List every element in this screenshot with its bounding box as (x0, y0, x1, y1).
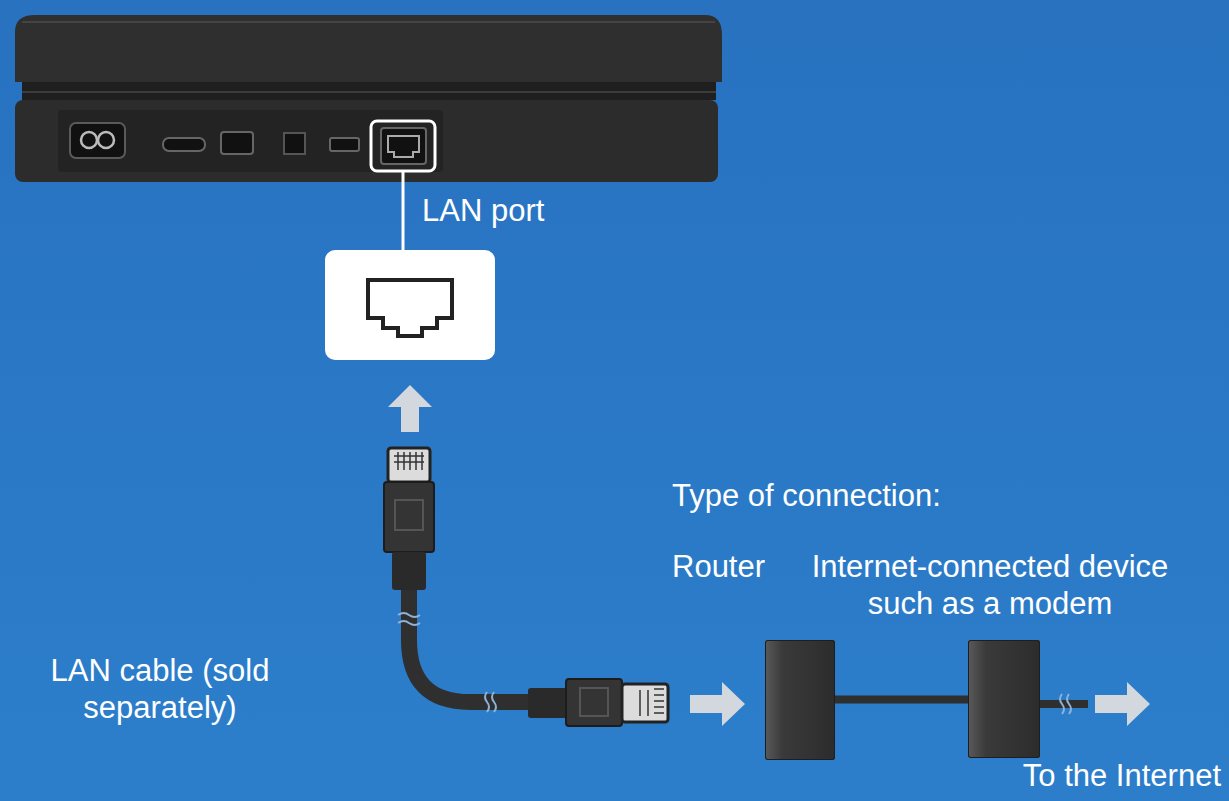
power-pin (98, 132, 114, 148)
connection-heading: Type of connection: (672, 477, 941, 514)
console-top (15, 15, 722, 82)
connect-arrow (690, 682, 745, 726)
cable-break (1060, 694, 1071, 714)
aux-port (221, 132, 253, 154)
console-groove (22, 91, 716, 93)
plug-head (622, 684, 668, 722)
plug-latch (395, 500, 423, 530)
lan-port-icon (368, 280, 452, 336)
lan-socket-shape (388, 136, 419, 157)
lan-cable (384, 448, 668, 726)
power-port (70, 123, 125, 158)
hdmi-port (163, 138, 205, 151)
plug-boot (528, 688, 568, 718)
port-closeup (325, 250, 495, 360)
optical-port (284, 133, 305, 154)
leader-line (402, 171, 405, 250)
internet-arrow (1095, 682, 1150, 726)
cable-break (398, 613, 420, 625)
console (15, 15, 722, 182)
console-bottom (15, 100, 718, 182)
device-box (765, 640, 835, 760)
highlight-frame (371, 121, 435, 171)
network-cable (835, 696, 968, 704)
device-label: Router (672, 548, 765, 585)
device-box (968, 640, 1040, 758)
plug-body (384, 482, 434, 552)
cable-label: LAN cable (sold separately) (15, 652, 305, 726)
console-edge (22, 21, 715, 23)
insert-arrow (388, 385, 432, 432)
plug-latch (580, 688, 608, 716)
cable-break (485, 692, 496, 712)
device-label: Internet-connected device such as a mode… (780, 548, 1200, 622)
port-label: LAN port (422, 192, 544, 229)
plug-head (388, 448, 430, 482)
plug-contacts (394, 452, 424, 470)
modem: Internet-connected device such as a mode… (960, 548, 1210, 763)
plug-boot (392, 552, 426, 590)
internet-label: To the Internet (1023, 757, 1221, 794)
plug-contacts (640, 689, 664, 716)
lan-port-socket (381, 128, 426, 164)
cable (409, 585, 535, 702)
console-middle (22, 82, 716, 100)
usb-port (330, 138, 359, 151)
power-pin (81, 132, 97, 148)
plug-body (566, 679, 622, 726)
port-panel (58, 110, 443, 172)
